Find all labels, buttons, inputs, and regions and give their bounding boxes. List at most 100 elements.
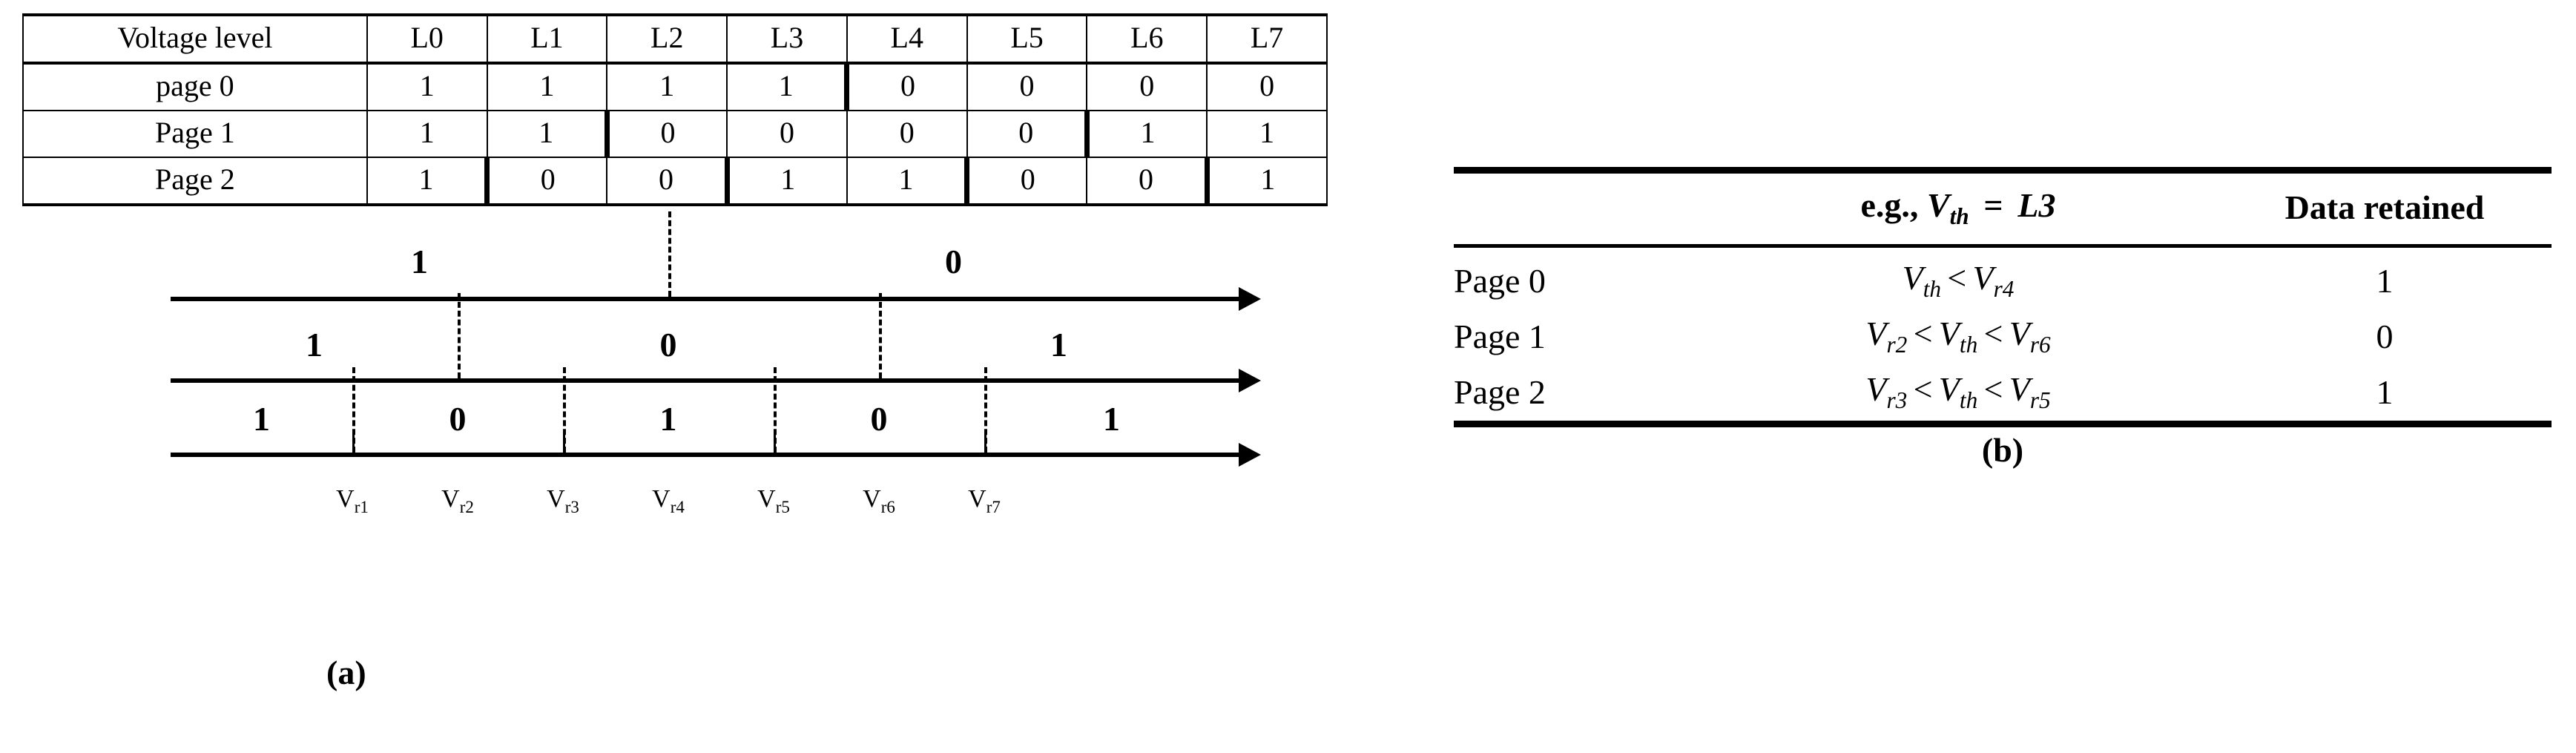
bit-value-label: 1 [1050,326,1067,364]
figure-b-caption: (b) [1981,431,2024,470]
header-vth-symbol: Vth [1926,186,1969,230]
cell-value: 1 [726,157,848,206]
threshold-voltage-label: Vr5 [757,485,790,516]
axis-tick [984,433,986,453]
axis-arrow-icon [1239,287,1261,311]
header-threshold-example: e.g., Vth = L3 [1699,174,2218,246]
table-rule-top [1454,167,2552,174]
axis-line [171,453,1239,457]
row-page-label: Page 1 [1454,317,1546,355]
bit-value-label: 1 [306,326,323,364]
row-label: Page 1 [22,110,368,158]
threshold-voltage-label: Vr7 [968,485,1001,516]
row-data-retained: 1 [2376,372,2394,411]
threshold-boundary-dash [563,367,566,453]
threshold-boundary-dash [668,211,671,297]
row-data-retained: 1 [2218,244,2552,310]
row-page-label: Page 0 [1454,244,1699,310]
row-condition: Vr3<Vth<Vr5 [1865,370,2051,414]
axis-tick [352,433,355,453]
table-row: Page 1 Vr2<Vth<Vr6 0 [1454,309,2552,365]
header-data-retained: Data retained [2285,188,2485,227]
table-rule-bottom [1454,421,2552,428]
axis-line [171,378,1239,383]
row-condition: Vth<Vr4 [1699,244,2218,310]
figure-a-caption: (a) [326,654,366,691]
header-level-l2: L2 [606,13,728,65]
cell-value: 1 [366,110,488,158]
cell-value: 0 [966,110,1090,158]
threshold-boundary-dash [879,293,882,378]
header-equals-sign: = [1983,186,2003,224]
cell-value: 0 [966,157,1088,206]
axis-arrow-icon [1239,443,1261,467]
cell-value: 1 [1206,157,1328,206]
bit-value-label: 0 [449,400,467,438]
cell-value: 1 [486,62,608,111]
header-level-l1: L1 [486,13,608,65]
table-header-row: e.g., Vth = L3 Data retained [1454,174,2552,246]
threshold-voltage-label: Vr2 [441,485,474,516]
cell-value: 1 [366,157,490,206]
header-level-l7: L7 [1206,13,1328,65]
axis-tick [563,433,565,453]
row-condition: Vr2<Vth<Vr6 [1865,315,2051,358]
header-level-l5: L5 [966,13,1088,65]
threshold-voltage-label: Vr4 [652,485,685,516]
threshold-boundary-dash [458,293,461,378]
row-label: Page 2 [22,157,368,206]
threshold-voltage-label: Vr6 [863,485,895,516]
header-blank [1454,174,1699,246]
bit-value-label: 0 [870,400,888,438]
axis-tick [774,433,776,453]
threshold-voltage-label: Vr1 [336,485,369,516]
header-level-value: L3 [2017,186,2056,224]
bit-value-label: 1 [253,400,270,438]
header-level-l6: L6 [1086,13,1208,65]
bit-value-label: 1 [659,400,677,438]
row-data-retained: 0 [2376,317,2394,355]
bit-value-label: 1 [411,243,428,280]
header-level-l4: L4 [846,13,968,65]
row-page-label: Page 2 [1454,372,1546,411]
header-voltage-level: Voltage level [22,13,368,65]
cell-value: 0 [846,110,968,158]
cell-value: 0 [606,157,730,206]
cell-value: 1 [366,62,488,111]
row-label: page 0 [22,62,368,111]
cell-value: 0 [1086,157,1210,206]
axis-arrow-icon [1239,369,1261,392]
header-level-l0: L0 [366,13,488,65]
cell-value: 1 [1206,110,1328,158]
cell-value: 1 [486,110,610,158]
cell-value: 0 [726,110,848,158]
bit-value-label: 0 [945,243,962,280]
threshold-voltage-label: Vr3 [547,485,579,516]
cell-value: 1 [726,62,850,111]
bit-value-label: 0 [659,326,677,364]
threshold-boundary-dash [352,367,355,453]
cell-value: 1 [1086,110,1208,158]
header-level-l3: L3 [726,13,848,65]
cell-value: 0 [486,157,608,206]
cell-value: 0 [1206,62,1328,111]
header-eg-label: e.g., [1860,186,1919,224]
bit-value-label: 1 [1103,400,1120,438]
cell-value: 0 [846,62,968,111]
axis-line [171,297,1239,301]
cell-value: 0 [966,62,1088,111]
table-row: Page 2 Vr3<Vth<Vr5 1 [1454,365,2552,421]
cell-value: 0 [1086,62,1208,111]
cell-value: 0 [606,110,728,158]
cell-value: 1 [846,157,970,206]
cell-value: 1 [606,62,728,111]
